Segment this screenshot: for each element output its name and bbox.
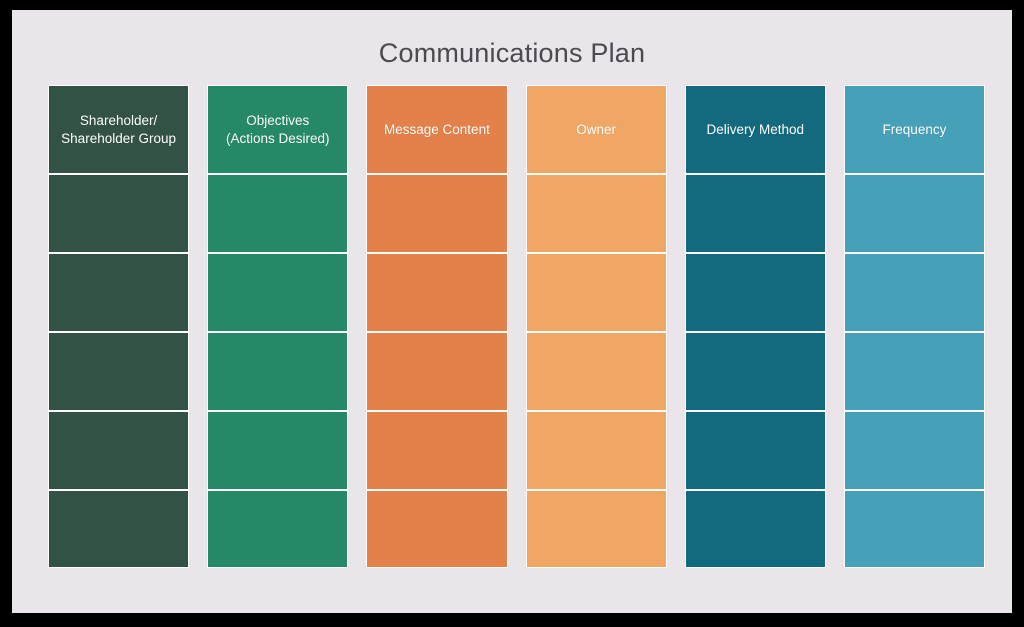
column-header-owner[interactable]: Owner xyxy=(525,85,667,173)
column-objectives: Objectives (Actions Desired) xyxy=(207,85,349,570)
table-cell[interactable] xyxy=(366,489,508,568)
column-header-shareholder-group[interactable]: Shareholder/ Shareholder Group xyxy=(48,85,190,173)
table-cell[interactable] xyxy=(525,252,667,331)
column-header-label: Owner xyxy=(576,121,616,137)
table-cell[interactable] xyxy=(684,252,826,331)
table-cell[interactable] xyxy=(207,173,349,252)
table-cell[interactable] xyxy=(207,331,349,410)
column-header-frequency[interactable]: Frequency xyxy=(843,85,986,173)
table-cell[interactable] xyxy=(684,489,826,568)
table-cell[interactable] xyxy=(525,173,667,252)
table-cell[interactable] xyxy=(525,489,667,568)
column-header-message-content[interactable]: Message Content xyxy=(366,85,508,173)
table-cell[interactable] xyxy=(366,173,508,252)
table-cell[interactable] xyxy=(48,252,190,331)
page-title: Communications Plan xyxy=(378,38,646,68)
column-header-label: Shareholder/ Shareholder Group xyxy=(61,112,176,146)
column-owner: Owner xyxy=(525,85,667,570)
table-cell[interactable] xyxy=(684,410,826,489)
table-cell[interactable] xyxy=(366,252,508,331)
column-frequency: Frequency xyxy=(843,85,986,570)
column-header-label: Message Content xyxy=(384,121,490,137)
table-cell[interactable] xyxy=(207,410,349,489)
table-cell[interactable] xyxy=(525,331,667,410)
column-header-objectives[interactable]: Objectives (Actions Desired) xyxy=(207,85,349,173)
table-cell[interactable] xyxy=(48,410,190,489)
column-header-delivery-method[interactable]: Delivery Method xyxy=(684,85,826,173)
table-cell[interactable] xyxy=(843,331,986,410)
table-cell[interactable] xyxy=(843,173,986,252)
table-cell[interactable] xyxy=(207,489,349,568)
column-header-label: Frequency xyxy=(882,121,947,137)
column-message-content: Message Content xyxy=(366,85,508,570)
table-cell[interactable] xyxy=(366,410,508,489)
column-header-label: Delivery Method xyxy=(706,121,805,137)
table-cell[interactable] xyxy=(48,489,190,568)
column-header-label: Objectives (Actions Desired) xyxy=(225,112,330,146)
column-delivery-method: Delivery Method xyxy=(684,85,826,570)
table-cell[interactable] xyxy=(366,331,508,410)
column-shareholder-group: Shareholder/ Shareholder Group xyxy=(48,85,190,570)
table-cell[interactable] xyxy=(48,331,190,410)
communications-plan-table: Shareholder/ Shareholder Group Objective… xyxy=(48,85,986,570)
table-cell[interactable] xyxy=(843,489,986,568)
table-cell[interactable] xyxy=(207,252,349,331)
table-cell[interactable] xyxy=(48,173,190,252)
table-cell[interactable] xyxy=(843,252,986,331)
table-cell[interactable] xyxy=(525,410,667,489)
table-cell[interactable] xyxy=(843,410,986,489)
board-canvas: Communications Plan Shareholder/ Shareho… xyxy=(12,10,1012,613)
table-cell[interactable] xyxy=(684,173,826,252)
table-cell[interactable] xyxy=(684,331,826,410)
